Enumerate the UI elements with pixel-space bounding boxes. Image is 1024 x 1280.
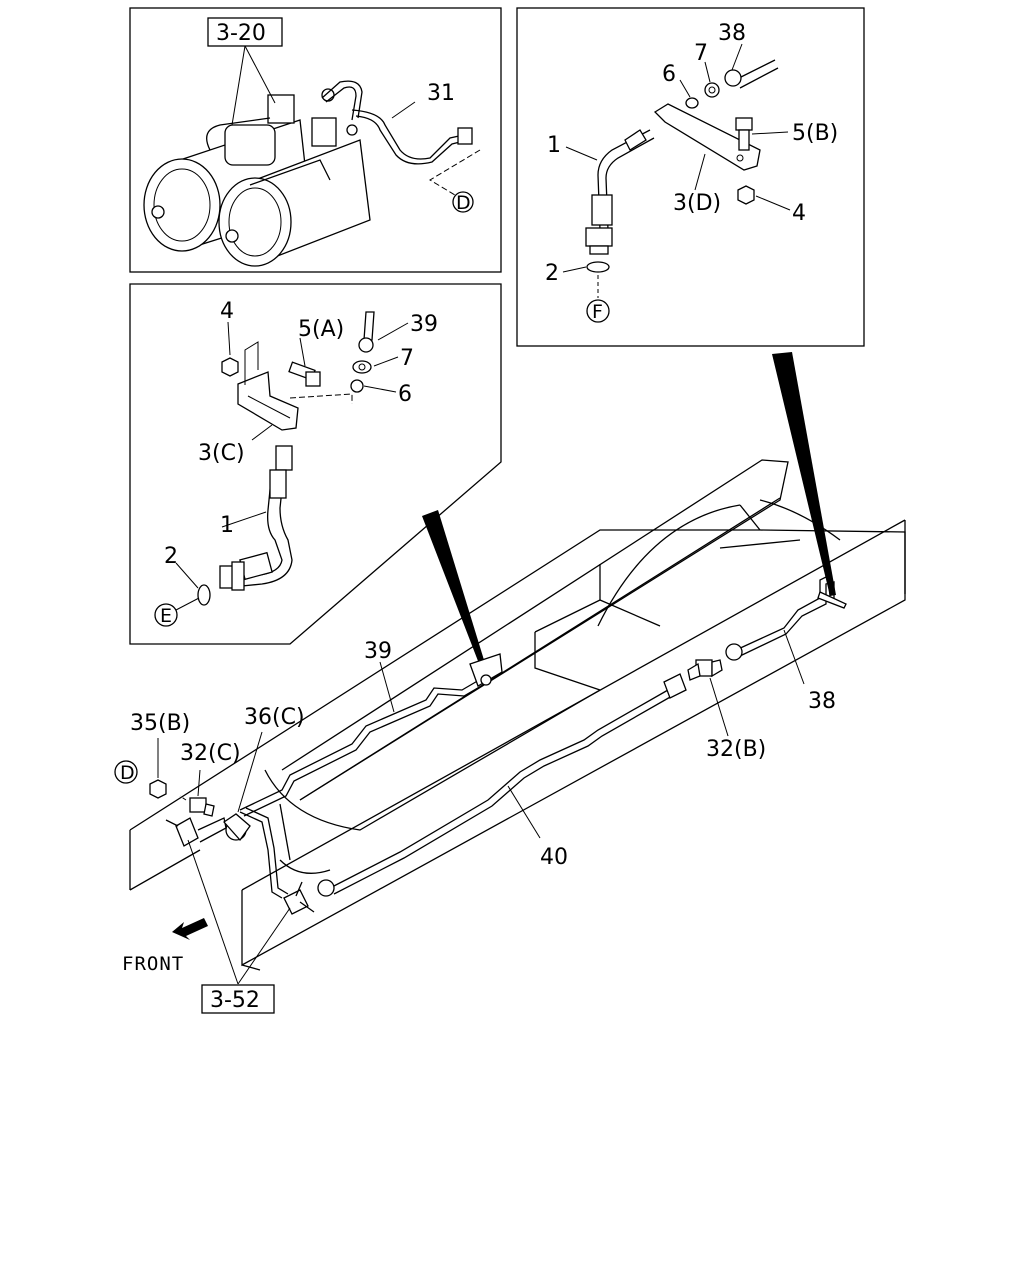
chassis-frame [129, 459, 906, 971]
label-part-40: 40 [540, 845, 568, 870]
connection-marker-e [154, 603, 178, 627]
air-tank-right [218, 139, 371, 267]
ref-label-3-52: 3-52 [210, 988, 260, 1013]
label-part-32b: 32(B) [706, 737, 766, 762]
front-junction-left [165, 813, 251, 847]
air-pipe-38 [725, 574, 847, 661]
air-pipe-31 [351, 109, 469, 160]
air-pipe-40 [317, 673, 687, 897]
callout-pointer-rear [772, 352, 836, 596]
panel-front-bracket: 4 5(A) 39 7 6 3(C) 1 2 E [129, 283, 502, 645]
label-part-2-front: 2 [164, 544, 178, 569]
label-part-39-detail: 39 [410, 312, 438, 337]
label-part-6-front: 6 [398, 382, 412, 407]
panel-rear-bracket: 38 7 6 1 5(B) 3(D) 4 2 F [516, 7, 865, 347]
label-part-3d: 3(D) [673, 191, 721, 216]
panel-c-frame [129, 283, 502, 645]
marker-f-label: F [592, 301, 603, 323]
tank-valves [206, 80, 363, 186]
marker-d-label: D [456, 192, 471, 214]
label-part-38-main: 38 [808, 689, 836, 714]
ref-label-3-20: 3-20 [216, 21, 266, 46]
label-part-1: 1 [547, 133, 561, 158]
hose-1-front [219, 445, 293, 591]
ref-box-3-52 [201, 984, 275, 1014]
connection-marker-d-main [114, 760, 138, 784]
marker-d-main-label: D [120, 762, 135, 784]
label-part-3c: 3(C) [198, 441, 245, 466]
label-part-35b: 35(B) [130, 711, 190, 736]
panel-a-frame [129, 7, 502, 273]
hose-1-rear [585, 129, 655, 255]
front-direction-label: FRONT [122, 953, 184, 975]
panel-air-tanks: 31 3-20 D [129, 7, 502, 273]
callout-pointer-front [422, 510, 484, 661]
connection-marker-f [586, 299, 610, 323]
label-part-4-front: 4 [220, 299, 234, 324]
pipe-38-end [704, 59, 779, 98]
nut-35b [149, 779, 167, 799]
label-part-2: 2 [545, 261, 559, 286]
panel-b-frame [516, 7, 865, 347]
marker-e-label: E [160, 605, 172, 627]
bracket-3d [653, 103, 761, 171]
label-part-7: 7 [694, 41, 708, 66]
label-part-6: 6 [662, 62, 676, 87]
bolt-5a [288, 361, 321, 387]
label-part-7-front: 7 [400, 346, 414, 371]
label-part-31: 31 [427, 81, 455, 106]
label-part-5a: 5(A) [298, 317, 344, 342]
label-part-36c: 36(C) [244, 705, 305, 730]
label-part-1-front: 1 [220, 513, 234, 538]
label-part-39: 39 [364, 639, 392, 664]
front-arrow-icon [172, 918, 208, 940]
label-part-4: 4 [792, 201, 806, 226]
bolt-5b [735, 117, 753, 151]
pipe-36c [239, 807, 289, 899]
bracket-3c [237, 371, 299, 431]
front-junction-right [283, 881, 315, 915]
label-part-32c: 32(C) [180, 741, 241, 766]
connection-marker-d [452, 191, 474, 213]
fitting-32c [179, 795, 215, 817]
pipe-39-end [350, 311, 375, 393]
label-part-5b: 5(B) [792, 121, 838, 146]
fitting-32b [687, 659, 723, 681]
air-pipe-39 [239, 653, 503, 817]
label-part-38: 38 [718, 21, 746, 46]
